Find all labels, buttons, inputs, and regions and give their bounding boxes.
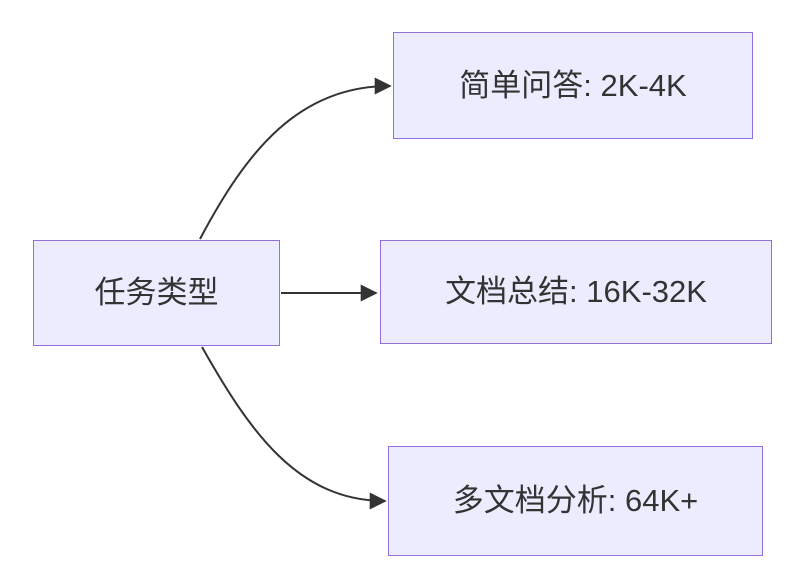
edge-root-to-simple-qa	[199, 77, 392, 240]
node-doc-summary: 文档总结: 16K-32K	[380, 240, 772, 344]
node-multi-doc-label: 多文档分析: 64K+	[452, 483, 699, 519]
node-task-type: 任务类型	[33, 240, 280, 346]
node-multi-doc: 多文档分析: 64K+	[388, 446, 763, 556]
node-task-type-label: 任务类型	[94, 275, 219, 311]
node-simple-qa-label: 简单问答: 2K-4K	[459, 67, 687, 103]
edge-root-to-multi-doc	[201, 346, 387, 510]
node-simple-qa: 简单问答: 2K-4K	[393, 32, 753, 139]
node-doc-summary-label: 文档总结: 16K-32K	[445, 274, 707, 310]
